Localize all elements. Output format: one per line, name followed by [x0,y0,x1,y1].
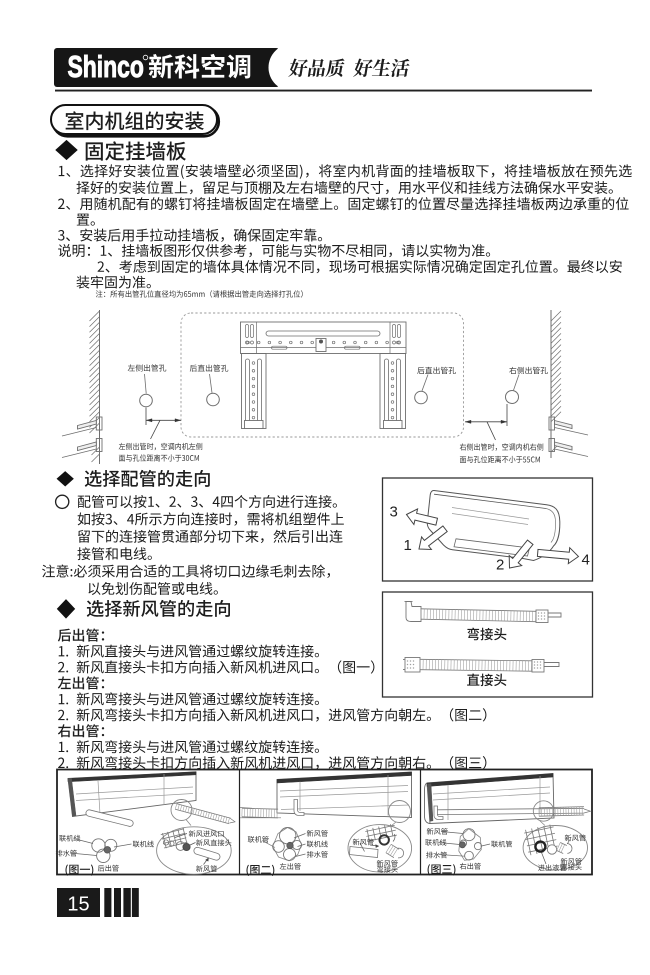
svg-text:1: 1 [404,537,412,554]
svg-text:15: 15 [67,894,89,916]
svg-text:3: 3 [390,504,398,521]
svg-text:2: 2 [496,557,504,574]
svg-text:Shinco: Shinco [68,49,144,84]
svg-text:4: 4 [582,552,590,569]
